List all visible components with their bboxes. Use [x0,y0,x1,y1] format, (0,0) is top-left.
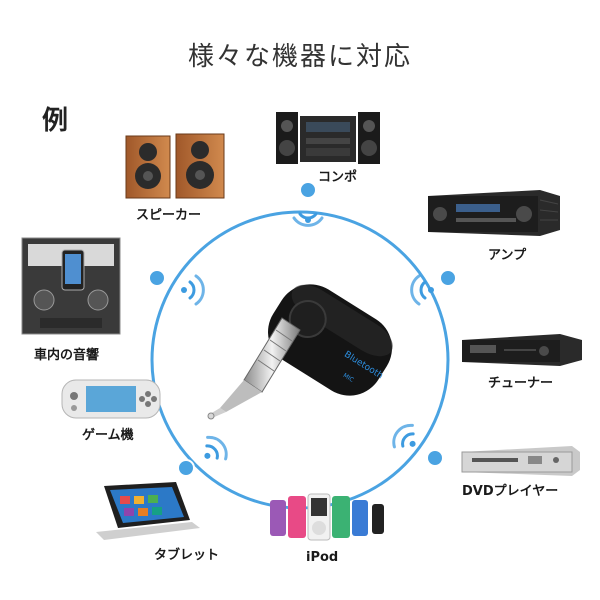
audio-jack [207,317,301,420]
speaker-icon [125,133,225,199]
game-console-icon [61,379,161,419]
ring-node [439,269,457,287]
stereo-system-icon [276,112,380,164]
page-title: 様々な機器に対応 [187,42,412,72]
wifi-wave-icon [204,435,228,461]
dvd-player-icon [461,446,580,476]
label-dvd-player: DVDプレイヤー [462,484,559,499]
label-stereo: コンポ [318,170,358,185]
wifi-wave-icon [410,274,434,306]
label-tablet: タブレット [154,548,220,563]
label-car-audio: 車内の音響 [34,348,100,363]
wifi-wave-icon [392,423,416,449]
ipod-icon [270,493,384,541]
ring-node [177,459,195,477]
ring-node [148,269,166,287]
label-speaker: スピーカー [136,208,202,223]
example-label: 例 [42,106,69,136]
amplifier-icon [428,190,560,236]
tablet-icon [96,482,200,540]
label-game-console: ゲーム機 [82,428,134,443]
label-ipod: iPod [306,550,339,565]
wireless-waves [181,212,434,461]
label-tuner: チューナー [488,376,554,391]
tuner-icon [462,334,582,366]
bluetooth-receiver-icon: Bluetooth MIC [207,284,393,420]
car-audio-icon [21,237,121,335]
ring-node [426,449,444,467]
ring-nodes [148,181,457,477]
wifi-wave-icon [292,212,324,227]
receiver-button [288,300,327,339]
receiver-mic-text: MIC [342,372,355,384]
wifi-wave-icon [181,274,205,306]
ring-node [299,181,317,199]
label-amplifier: アンプ [488,248,527,263]
